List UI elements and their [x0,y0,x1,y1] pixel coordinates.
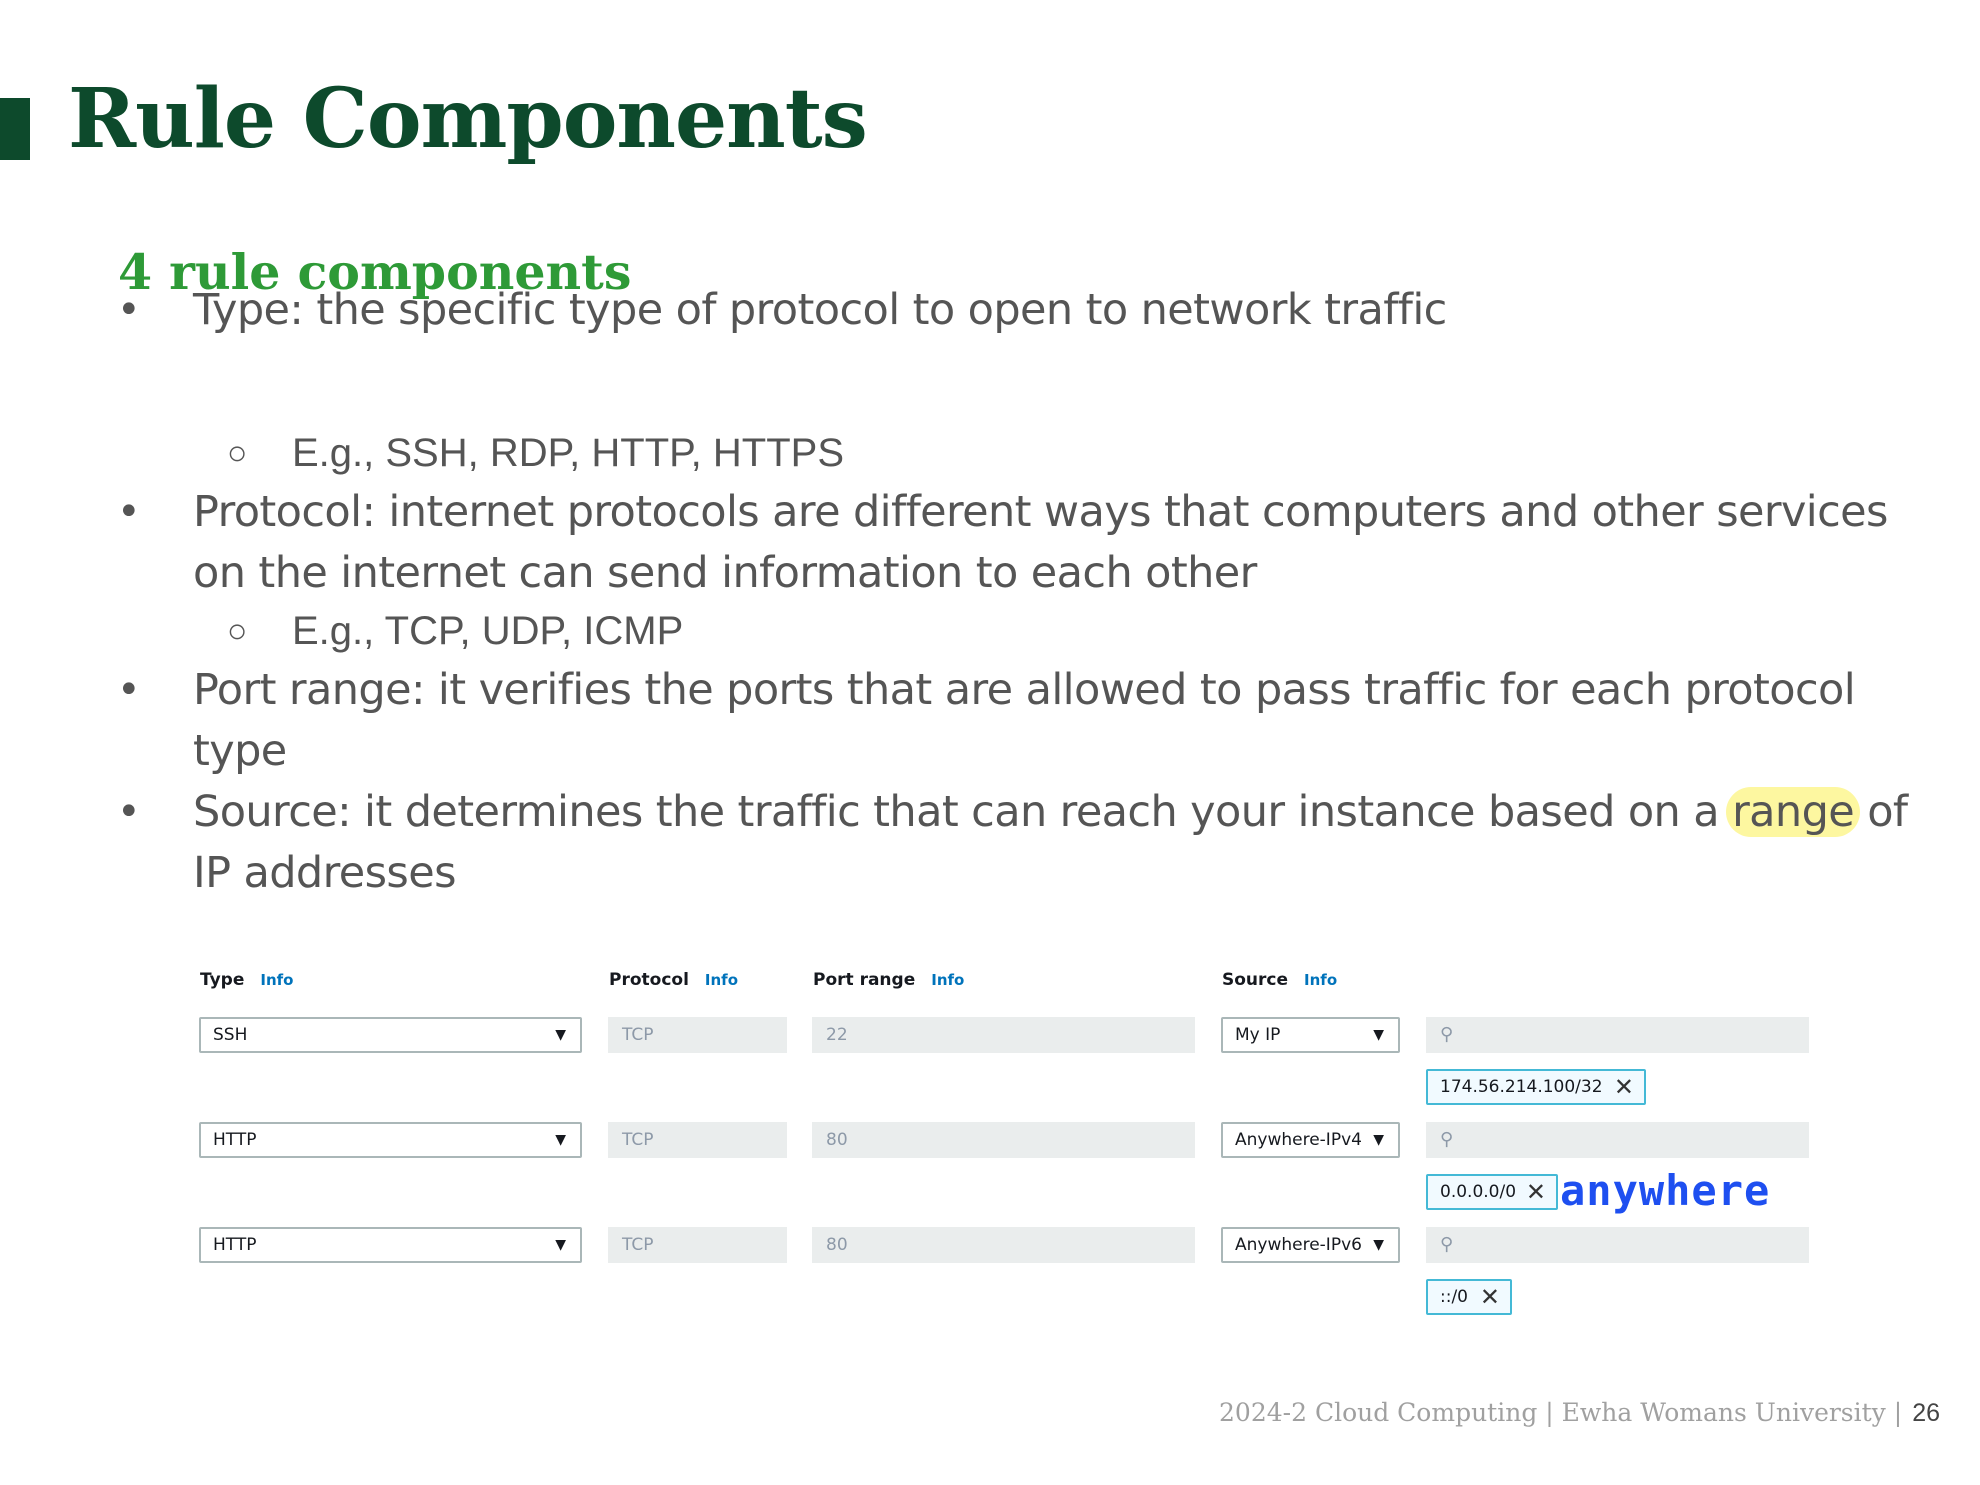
caret-down-icon: ▼ [1373,1132,1384,1148]
source-select-value: Anywhere-IPv4 [1235,1130,1362,1150]
slide-footer: 2024-2 Cloud Computing | Ewha Womans Uni… [1219,1398,1940,1428]
search-icon: ⚲ [1440,1129,1454,1150]
protocol-field-row-2: TCP [608,1122,787,1158]
slide-subtitle: 4 rule components [118,243,632,301]
source-select-value: My IP [1235,1025,1281,1045]
security-group-rules-screenshot: Type Info Protocol Info Port range Info Sou… [199,970,1809,1315]
header-protocol-label: Protocol [609,970,689,990]
source-select-value: Anywhere-IPv6 [1235,1235,1362,1255]
cidr-token-value: 174.56.214.100/32 [1440,1077,1603,1097]
bullet-dot: • [117,789,141,835]
search-icon: ⚲ [1440,1024,1454,1045]
caret-down-icon: ▼ [555,1132,566,1148]
cidr-search-input-row-3[interactable]: ⚲ [1426,1227,1809,1263]
bullet-protocol: • Protocol: internet protocols are diffe… [117,482,1913,604]
cidr-token-value: ::/0 [1440,1287,1468,1307]
sub-bullet-protocol-example: ○ E.g., TCP, UDP, ICMP [227,606,1892,656]
bullet-port-range: • Port range: it verifies the ports that… [117,660,1913,782]
cidr-token-value: 0.0.0.0/0 [1440,1182,1517,1202]
bullet-dot: • [117,287,141,333]
bullet-source: • Source: it determines the traffic that… [117,782,1913,904]
bullet-type: • Type: the specific type of protocol to… [117,280,1913,341]
type-select-value: HTTP [213,1235,257,1255]
type-select-row-3[interactable]: HTTP ▼ [199,1227,582,1263]
source-select-row-3[interactable]: Anywhere-IPv6 ▼ [1221,1227,1400,1263]
protocol-field-row-3: TCP [608,1227,787,1263]
cidr-token-row-3: ::/0 ✕ [1426,1279,1512,1315]
port-range-field-row-3: 80 [812,1227,1195,1263]
page-number: 26 [1912,1399,1940,1427]
caret-down-icon: ▼ [1373,1237,1384,1253]
caret-down-icon: ▼ [1373,1027,1384,1043]
caret-down-icon: ▼ [555,1027,566,1043]
type-select-row-1[interactable]: SSH ▼ [199,1017,582,1053]
info-link-source[interactable]: Info [1304,971,1338,989]
bullet-source-text-post: of IP addresses [193,787,1908,898]
sub-bullet-circle: ○ [227,612,248,650]
header-type-label: Type [200,970,245,990]
header-source-label: Source [1222,970,1289,990]
header-port-range: Port range Info [813,970,964,990]
info-link-type[interactable]: Info [260,971,294,989]
bullet-dot: • [117,667,141,713]
header-protocol: Protocol Info [609,970,738,990]
search-icon: ⚲ [1440,1234,1454,1255]
protocol-field-row-1: TCP [608,1017,787,1053]
cidr-token-row-1: 174.56.214.100/32 ✕ [1426,1069,1646,1105]
title-accent-bar [0,98,30,160]
footer-text: 2024-2 Cloud Computing | Ewha Womans Uni… [1219,1398,1903,1427]
highlight-range: range [1726,787,1861,837]
type-select-value: SSH [213,1025,248,1045]
info-link-port-range[interactable]: Info [931,971,965,989]
bullet-dot: • [117,489,141,535]
bullet-source-text-pre: Source: it determines the traffic that c… [193,787,1733,837]
close-icon[interactable]: ✕ [1479,1283,1500,1311]
info-link-protocol[interactable]: Info [704,971,739,989]
sub-bullet-circle: ○ [227,434,248,472]
source-select-row-1[interactable]: My IP ▼ [1221,1017,1400,1053]
close-icon[interactable]: ✕ [1525,1178,1546,1206]
bullet-port-range-text: Port range: it verifies the ports that a… [193,665,1856,776]
cidr-search-input-row-1[interactable]: ⚲ [1426,1017,1809,1053]
cidr-token-row-2: 0.0.0.0/0 ✕ [1426,1174,1558,1210]
bullet-protocol-text: Protocol: internet protocols are differe… [193,487,1888,598]
sub-bullet-type-example-text: E.g., SSH, RDP, HTTP, HTTPS [292,431,844,475]
bullet-type-text: Type: the specific type of protocol to o… [193,285,1447,335]
header-source: Source Info [1222,970,1337,990]
cidr-search-input-row-2[interactable]: ⚲ [1426,1122,1809,1158]
port-range-field-row-2: 80 [812,1122,1195,1158]
type-select-row-2[interactable]: HTTP ▼ [199,1122,582,1158]
header-type: Type Info [200,970,293,990]
sub-bullet-protocol-example-text: E.g., TCP, UDP, ICMP [292,609,684,653]
slide-title: Rule Components [68,71,868,167]
sub-bullet-type-example: ○ E.g., SSH, RDP, HTTP, HTTPS [227,428,1892,478]
close-icon[interactable]: ✕ [1613,1073,1634,1101]
header-port-range-label: Port range [813,970,916,990]
source-select-row-2[interactable]: Anywhere-IPv4 ▼ [1221,1122,1400,1158]
caret-down-icon: ▼ [555,1237,566,1253]
port-range-field-row-1: 22 [812,1017,1195,1053]
type-select-value: HTTP [213,1130,257,1150]
handwritten-annotation: anywhere [1560,1166,1771,1215]
